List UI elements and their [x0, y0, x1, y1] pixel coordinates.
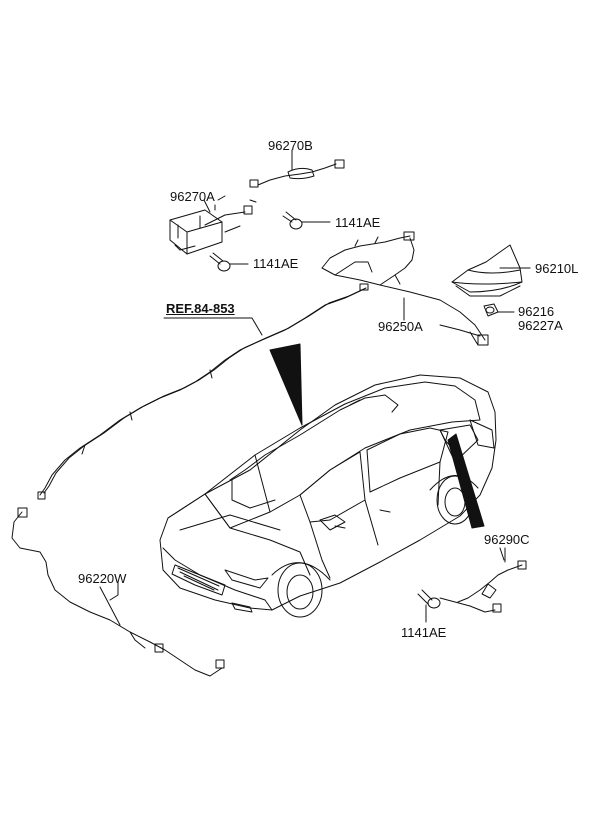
screw-1141AE-bottom	[417, 589, 441, 623]
part-96216-nut	[483, 303, 515, 317]
hood	[167, 493, 311, 576]
label-96227A: 96227A	[518, 318, 563, 333]
label-96290C: 96290C	[484, 532, 530, 547]
label-96270A: 96270A	[170, 189, 215, 204]
car-illustration	[159, 374, 497, 618]
label-96270B: 96270B	[268, 138, 313, 153]
door-lines	[309, 461, 441, 579]
leader-lines	[109, 149, 531, 601]
label-96216: 96216	[518, 304, 555, 319]
side-window-front	[299, 451, 366, 523]
label-96220W: 96220W	[78, 571, 127, 586]
side-mirror	[319, 514, 346, 531]
car-roof	[254, 381, 481, 513]
label-96250A: 96250A	[378, 319, 423, 334]
part-96270A	[169, 195, 257, 255]
car-body-outline	[159, 374, 497, 611]
part-96250A	[321, 231, 489, 346]
roof-harness	[229, 394, 399, 509]
taillight	[469, 419, 495, 449]
part-96290C	[439, 547, 527, 613]
part-96270B	[249, 154, 345, 188]
part-96220W-cable	[11, 283, 369, 677]
label-1141AE-mid: 1141AE	[253, 256, 299, 271]
side-window-rear	[366, 427, 449, 493]
fog-light	[231, 602, 253, 613]
hood-line	[179, 514, 281, 531]
label-1141AE-bottom: 1141AE	[401, 625, 447, 640]
rear-quarter-glass	[439, 424, 479, 463]
label-1141AE-top: 1141AE	[335, 215, 381, 230]
label-ref-84-853: REF.84-853	[166, 301, 235, 316]
callout-wedge-roof	[269, 343, 303, 426]
grille	[171, 564, 226, 596]
part-96210L-shark-fin	[451, 244, 531, 297]
screw-1141AE-top	[282, 211, 331, 230]
headlight	[224, 569, 269, 589]
label-96210L: 96210L	[535, 261, 579, 276]
screw-1141AE-mid	[209, 252, 249, 272]
callout-wedge-rear	[447, 433, 485, 529]
